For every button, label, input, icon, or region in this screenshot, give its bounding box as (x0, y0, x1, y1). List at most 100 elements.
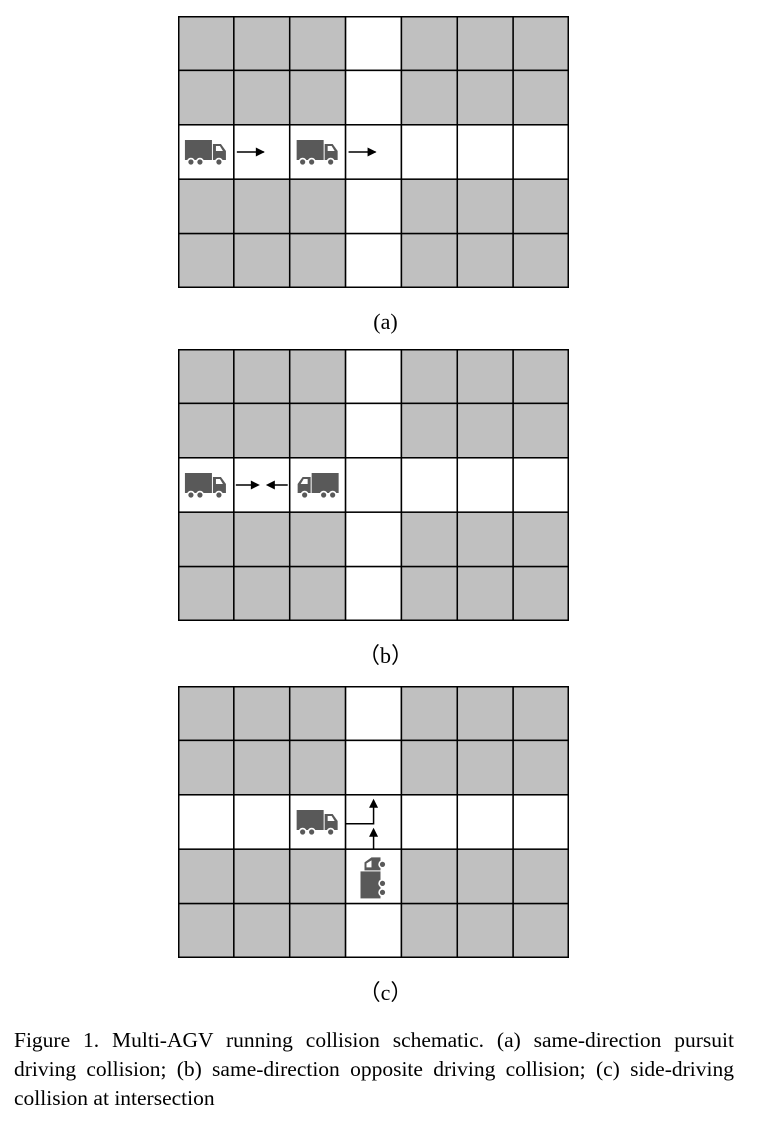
panel-b-grid (178, 349, 569, 621)
panel-c-grid (178, 686, 569, 958)
obstacle-cell (456, 848, 514, 905)
obstacle-cell (400, 686, 459, 742)
obstacle-cell (288, 349, 347, 405)
obstacle-cell (233, 848, 291, 905)
obstacle-cell (512, 16, 569, 72)
obstacle-cell (288, 902, 347, 958)
obstacle-cell (512, 69, 569, 126)
agv-truck-icon (360, 857, 387, 899)
road-cell (344, 739, 403, 796)
obstacle-cell (233, 16, 291, 72)
agv-truck-icon (184, 140, 226, 167)
road-cell (456, 457, 514, 513)
obstacle-cell (178, 402, 235, 459)
road-cell (178, 794, 235, 850)
obstacle-cell (400, 902, 459, 958)
obstacle-cell (178, 349, 235, 405)
obstacle-cell (512, 511, 569, 568)
road-cell (456, 794, 514, 850)
obstacle-cell (288, 69, 347, 126)
road-cell (400, 124, 459, 180)
obstacle-cell (178, 902, 235, 958)
obstacle-cell (400, 739, 459, 796)
obstacle-cell (288, 402, 347, 459)
agv-truck-icon (296, 140, 338, 167)
obstacle-cell (512, 686, 569, 742)
obstacle-cell (400, 178, 459, 235)
obstacle-cell (512, 178, 569, 235)
obstacle-cell (456, 902, 514, 958)
obstacle-cell (456, 349, 514, 405)
panel-c-label: （c） (358, 980, 413, 1005)
obstacle-cell (233, 565, 291, 621)
obstacle-cell (456, 402, 514, 459)
obstacle-cell (512, 232, 569, 288)
obstacle-cell (178, 739, 235, 796)
road-cell (400, 457, 459, 513)
agv-truck-icon (297, 473, 339, 500)
road-cell (344, 349, 403, 405)
obstacle-cell (233, 686, 291, 742)
obstacle-cell (233, 232, 291, 288)
grid-border (178, 349, 569, 621)
obstacle-cell (400, 511, 459, 568)
obstacle-cell (288, 565, 347, 621)
road-cell (344, 457, 403, 513)
road-cell (344, 178, 403, 235)
obstacle-cell (233, 178, 291, 235)
obstacle-cell (178, 232, 235, 288)
direction-arrow (236, 147, 265, 157)
panel-a-svg (178, 16, 569, 288)
obstacle-cell (456, 178, 514, 235)
obstacle-cell (400, 402, 459, 459)
direction-arrow (235, 480, 288, 490)
panel-a-grid (178, 16, 569, 288)
obstacle-cell (178, 16, 235, 72)
panel-c-svg (178, 686, 569, 958)
obstacle-cell (233, 402, 291, 459)
road-cell (344, 69, 403, 126)
top-cropped-text (0, 0, 330, 4)
obstacle-cell (288, 232, 347, 288)
obstacle-cell (178, 69, 235, 126)
grid-border (178, 686, 569, 958)
figure-caption: Figure 1. Multi-AGV running collision sc… (14, 1028, 734, 1110)
obstacle-cell (456, 565, 514, 621)
direction-arrow (369, 827, 379, 850)
obstacle-cell (233, 69, 291, 126)
direction-arrow (345, 798, 379, 825)
panel-a-label: (a) (373, 309, 398, 334)
obstacle-cell (512, 565, 569, 621)
road-cell (344, 232, 403, 288)
road-cell (344, 686, 403, 742)
road-cell (344, 16, 403, 72)
obstacle-cell (512, 739, 569, 796)
obstacle-cell (233, 739, 291, 796)
obstacle-cell (512, 402, 569, 459)
obstacle-cell (400, 232, 459, 288)
obstacle-cell (233, 349, 291, 405)
road-cell (344, 902, 403, 958)
grid-border (178, 16, 569, 288)
obstacle-cell (178, 686, 235, 742)
obstacle-cell (288, 739, 347, 796)
direction-arrow (348, 147, 377, 157)
obstacle-cell (456, 69, 514, 126)
road-cell (344, 402, 403, 459)
obstacle-cell (288, 511, 347, 568)
obstacle-cell (456, 511, 514, 568)
obstacle-cell (456, 16, 514, 72)
obstacle-cell (178, 178, 235, 235)
panel-b-svg (178, 349, 569, 621)
road-cell (512, 794, 569, 850)
obstacle-cell (400, 565, 459, 621)
obstacle-cell (400, 69, 459, 126)
road-cell (233, 794, 291, 850)
obstacle-cell (400, 349, 459, 405)
road-cell (512, 457, 569, 513)
road-cell (344, 565, 403, 621)
road-cell (344, 511, 403, 568)
obstacle-cell (178, 511, 235, 568)
panel-b-label: （b） (357, 643, 413, 668)
obstacle-cell (400, 16, 459, 72)
